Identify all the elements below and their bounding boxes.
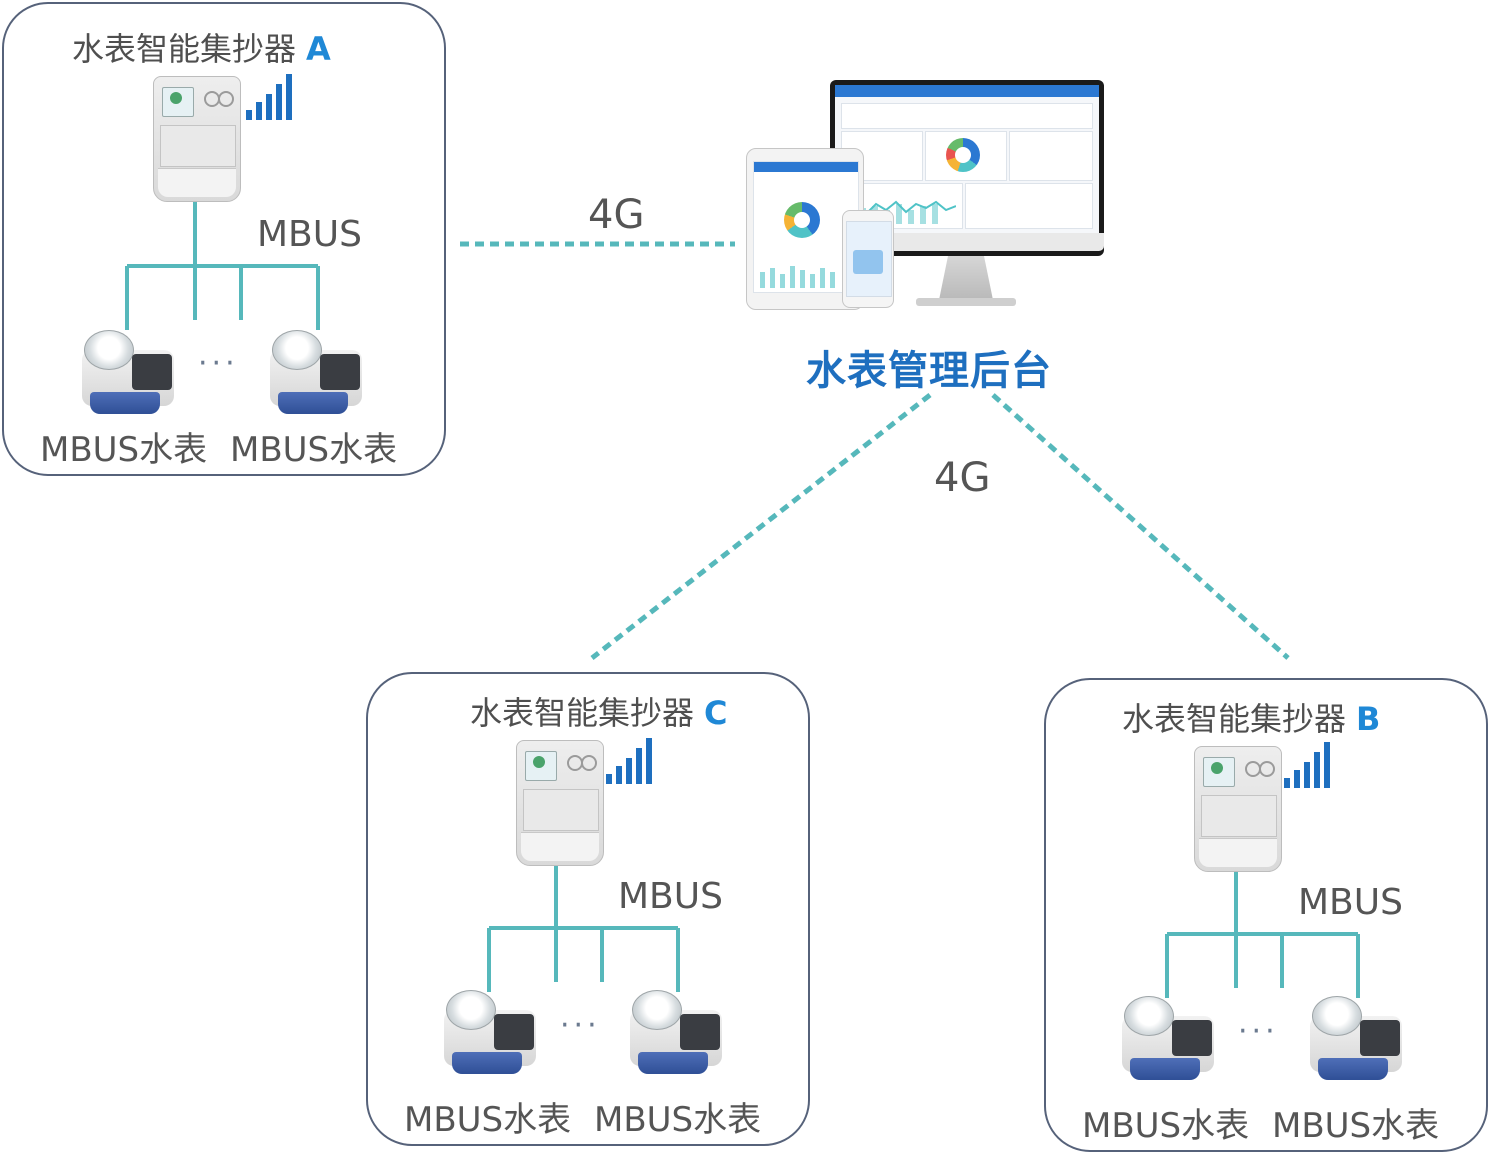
mbus-wiring (1165, 872, 1360, 998)
group-title-text: 水表智能集抄器 (470, 694, 695, 732)
meter-label: MBUS水表 (40, 430, 208, 470)
water-meter-icon (1308, 996, 1408, 1082)
link-label-4g-bottom: 4G (934, 455, 991, 501)
meter-label: MBUS水表 (594, 1100, 762, 1140)
group-title-text: 水表智能集抄器 (1122, 700, 1347, 738)
platform-devices-icon (746, 78, 1108, 310)
bus-label: MBUS (257, 214, 362, 255)
concentrator-device-icon (1194, 746, 1282, 872)
monitor-stand (939, 256, 993, 300)
link-platform-to-c (590, 393, 932, 660)
group-title-text: 水表智能集抄器 (72, 30, 297, 68)
water-meter-icon (80, 330, 180, 416)
meter-label: MBUS水表 (1272, 1106, 1440, 1146)
group-letter: C (704, 694, 728, 732)
ellipsis: ··· (560, 1008, 601, 1043)
meter-label: MBUS水表 (404, 1100, 572, 1140)
concentrator-device-icon (516, 740, 604, 866)
signal-strength-icon (606, 738, 652, 784)
mbus-wiring (125, 202, 320, 330)
signal-strength-icon (1284, 742, 1330, 788)
meter-label: MBUS水表 (1082, 1106, 1250, 1146)
bus-label: MBUS (618, 876, 723, 917)
signal-strength-icon (246, 74, 292, 120)
ellipsis: ··· (198, 346, 239, 381)
concentrator-device-icon (153, 76, 241, 202)
bus-label: MBUS (1298, 882, 1403, 923)
group-letter: A (306, 30, 331, 68)
water-meter-icon (1120, 996, 1220, 1082)
meter-label: MBUS水表 (230, 430, 398, 470)
link-platform-to-b (991, 393, 1290, 660)
monitor-icon (830, 80, 1104, 256)
water-meter-icon (628, 990, 728, 1076)
mbus-wiring (487, 866, 680, 992)
platform-title: 水表管理后台 (806, 348, 1052, 394)
link-label-4g-top: 4G (588, 192, 645, 238)
water-meter-icon (268, 330, 368, 416)
phone-icon (842, 210, 894, 308)
ellipsis: ··· (1238, 1014, 1279, 1049)
water-meter-icon (442, 990, 542, 1076)
group-letter: B (1356, 700, 1381, 738)
monitor-stand-base (916, 298, 1016, 306)
